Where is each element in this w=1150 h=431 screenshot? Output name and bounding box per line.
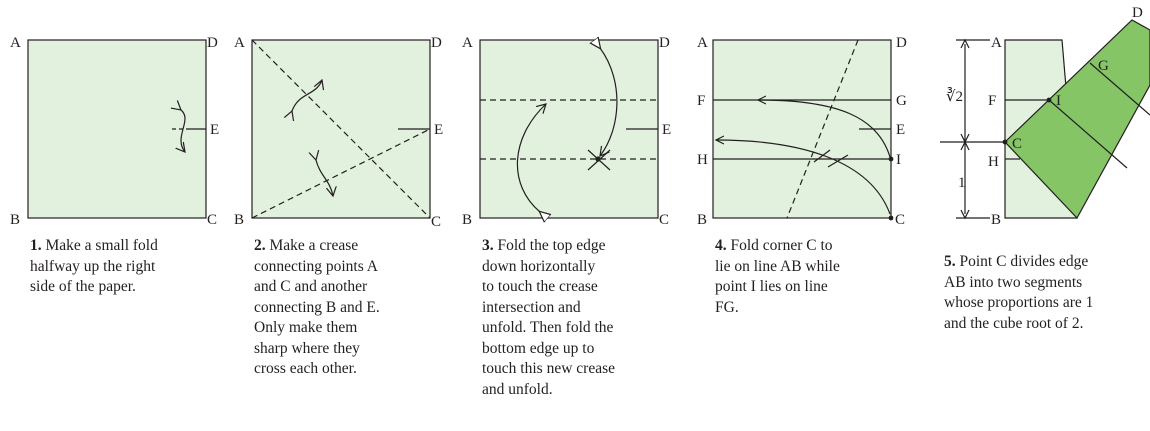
step5-label-B: B [991,212,1001,228]
step4-label-C: C [895,212,905,228]
caption-line: Fold corner C to [730,237,833,254]
caption-line: Point C divides edge [959,253,1089,270]
step1-label-E: E [210,122,219,138]
caption-line: Make a crease [269,237,359,254]
caption-line: sharp where they [254,339,360,357]
caption-line: halfway up the right [30,257,156,275]
caption-line: Fold the top edge [497,237,606,254]
step5-flap-line-FG [1048,99,1128,169]
step3-label-C: C [659,212,669,228]
step2-diagram: A B C D E [234,35,443,230]
step2-label-D: D [431,35,442,51]
step2-label-C: C [431,214,441,230]
step4-arrow-C-to-AB-icon [716,140,891,215]
step4-point-C [888,215,894,221]
step5-label-D: D [1132,5,1143,21]
step4-label-H: H [697,152,708,168]
step1-diagram: A B C D E [10,35,219,228]
step1-fold-arrow-icon [181,110,185,152]
step4-caption: 4. Fold corner C to lie on line AB while… [715,236,840,318]
step4-arrow-I-to-FG-icon [758,100,891,158]
step5-caption: 5. Point C divides edge AB into two segm… [944,252,1093,334]
caption-line: bottom edge up to [482,339,595,357]
step4-intersect-mark-1 [813,149,831,163]
step3-label-B: B [462,212,472,228]
caption-line: side of the paper. [30,278,136,295]
caption-line: AB into two segments [944,273,1083,291]
step5-folded-flap [1004,19,1150,220]
step3-label-A: A [462,35,473,51]
step5-diagram: ∛2 1 A F H B C I G D [940,5,1150,228]
step4-label-B: B [697,212,707,228]
step4-label-D: D [896,35,907,51]
step3-intersection-dot [595,156,601,162]
caption-line: to touch the crease [482,278,598,295]
step2-crease-BE [251,128,431,219]
step5-label-one: 1 [958,175,966,191]
step5-label-I: I [1056,93,1061,109]
step-number: 5. [944,253,956,270]
step5-label-A: A [991,35,1002,51]
caption-line: point I lies on line [715,278,828,295]
step5-flap-line-HI [1089,62,1150,116]
step4-label-F: F [697,93,705,109]
step-number: 2. [254,237,266,254]
caption-line: touch this new crease [482,360,615,377]
step5-label-H: H [988,154,999,170]
step-number: 4. [715,237,727,254]
step5-dim-arrow-mid-down-icon [960,140,970,151]
step5-label-C: C [1012,136,1022,152]
caption-line: cross each other. [254,360,357,377]
step5-dim-arrow-bot-icon [960,209,970,220]
step2-label-E: E [434,122,443,138]
step2-caption: 2. Make a crease connecting points A and… [254,236,380,380]
step2-label-B: B [234,212,244,228]
step1-label-C: C [207,212,217,228]
caption-line: Only make them [254,319,358,336]
step4-label-G: G [896,93,907,109]
step5-dim-arrow-top-icon [960,38,970,49]
step2-label-A: A [234,35,245,51]
step1-label-D: D [207,35,218,51]
step4-label-I: I [896,152,901,168]
step4-label-A: A [697,35,708,51]
caption-line: Make a small fold [45,237,158,254]
step3-caption: 3. Fold the top edge down horizontally t… [482,236,615,400]
step4-intersect-mark-2 [827,154,849,168]
step5-label-F: F [988,93,996,109]
caption-line: connecting B and E. [254,298,380,316]
step-number: 1. [30,237,42,254]
step2-crease-AC [251,39,431,219]
step5-label-G: G [1098,58,1109,74]
step4-point-I [888,156,894,162]
step2-arrow-AC-icon [292,80,322,111]
caption-line: unfold. Then fold the [482,319,614,336]
step3-fold-down-arrow-icon [600,48,618,156]
step1-caption: 1. Make a small fold halfway up the righ… [30,236,158,298]
caption-line: FG. [715,298,739,316]
caption-line: and the cube root of 2. [944,314,1084,332]
step3-label-E: E [662,122,671,138]
step3-label-D: D [659,35,670,51]
caption-line: lie on line AB while [715,257,840,275]
step2-arrow-BE-icon [316,160,333,196]
step3-fold-up-arrow-icon [516,104,546,212]
step1-label-A: A [10,35,21,51]
caption-line: and unfold. [482,380,553,398]
step4-fold-line [786,39,859,219]
caption-line: intersection and [482,298,581,316]
caption-line: down horizontally [482,257,596,275]
caption-line: and C and another [254,278,368,295]
step5-point-I [1046,97,1052,103]
caption-line: connecting points A [254,257,378,275]
step3-diagram: A B C D E [462,35,671,228]
step1-label-B: B [10,212,20,228]
step5-label-cube-root: ∛2 [946,87,963,105]
caption-line: whose proportions are 1 [944,294,1094,311]
step-number: 3. [482,237,494,254]
step4-label-E: E [896,122,905,138]
step4-diagram: A F H B D G E I C [697,35,907,228]
